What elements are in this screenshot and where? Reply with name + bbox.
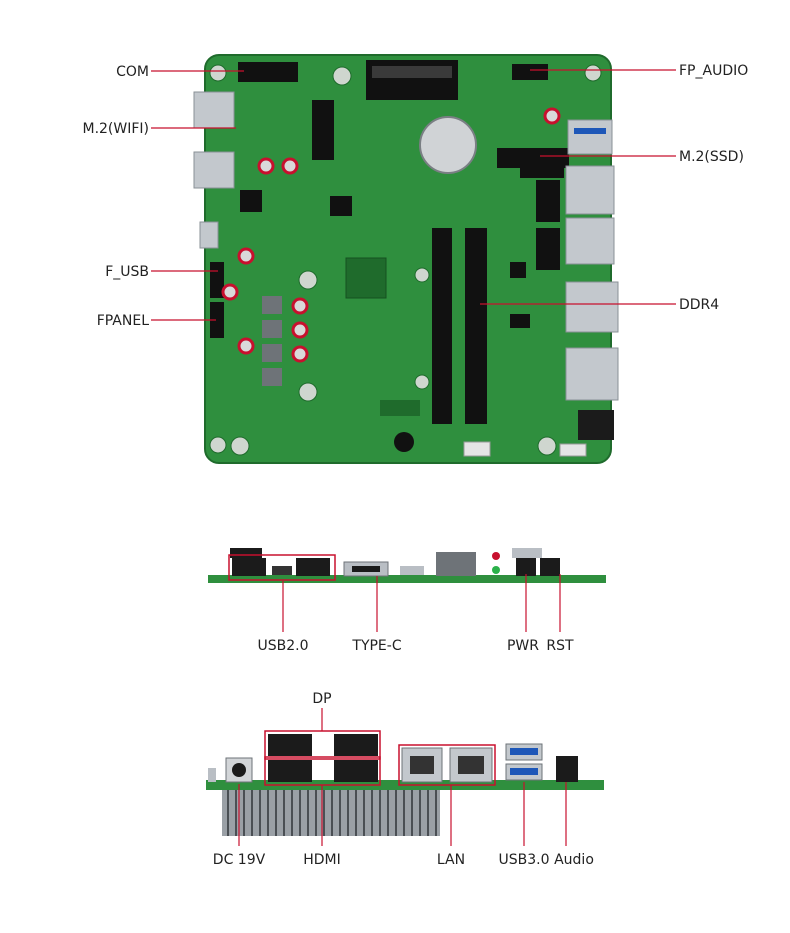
callout-com: COM: [116, 64, 149, 80]
callout-m2-wifi: M.2(WIFI): [82, 121, 149, 137]
label-usb20: USB2.0: [257, 638, 308, 654]
top-view-labels: COM M.2(WIFI) F_USB FPANEL FP_AUDIO M.2(…: [82, 63, 748, 329]
label-lan: LAN: [437, 852, 465, 868]
side-view-2-labels: DP DC 19V HDMI LAN USB3.0 Audio: [213, 691, 594, 868]
callout-ddr4: DDR4: [679, 297, 719, 313]
top-view-callout-lines: [151, 69, 676, 321]
callout-fp-audio: FP_AUDIO: [679, 63, 748, 79]
side-view-2-callout-lines: [238, 708, 567, 846]
label-dp: DP: [312, 691, 331, 707]
side-view-1-callout-lines: [282, 574, 561, 632]
callout-m2-ssd: M.2(SSD): [679, 149, 744, 165]
label-hdmi: HDMI: [303, 852, 341, 868]
label-type-c: TYPE-C: [351, 638, 401, 654]
side-view-2: [206, 730, 604, 836]
label-rst: RST: [546, 638, 574, 654]
label-audio: Audio: [554, 852, 594, 868]
side-view-1: [208, 548, 606, 583]
callout-f-usb: F_USB: [105, 264, 149, 280]
side-view-1-labels: USB2.0 TYPE-C PWR RST: [257, 638, 574, 654]
label-dc-19v: DC 19V: [213, 852, 266, 868]
label-pwr: PWR: [507, 638, 539, 654]
label-usb30: USB3.0: [498, 852, 549, 868]
top-view-board: [193, 54, 619, 464]
callout-fpanel: FPANEL: [97, 313, 149, 329]
